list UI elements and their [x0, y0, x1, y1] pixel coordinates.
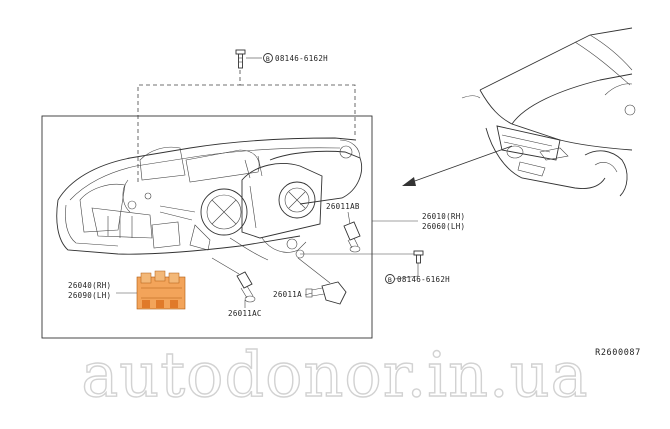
bolt-marker-circle-top: [263, 53, 273, 63]
bulb-26011ab-icon: [343, 221, 361, 253]
dash-line-left: [137, 70, 241, 185]
direction-arrow-head: [402, 177, 416, 186]
diagram-frame: [41, 115, 373, 339]
headlamp-assembly: [56, 137, 362, 261]
bolt-right-icon: [413, 250, 424, 264]
bolt-marker-right: B: [388, 276, 392, 284]
highlighted-part-26040: [136, 270, 186, 310]
label-bolt-right: 08146-6162H: [397, 275, 450, 284]
leader-26011ab: [347, 211, 351, 225]
label-26011ac: 26011AC: [228, 309, 262, 318]
label-26010-rh: 26010(RH): [422, 212, 465, 221]
bolt-marker-circle-right: [385, 274, 395, 284]
label-26090-lh: 26090(LH): [68, 291, 111, 300]
bulb-26011a-icon: [305, 281, 347, 305]
bulb-26011ac-icon: [236, 271, 256, 303]
bolt-marker-top: B: [266, 55, 270, 63]
reference-code: R2600087: [595, 348, 641, 358]
leader-26011ac-up: [211, 257, 240, 275]
label-bolt-top: 08146-6162H: [275, 54, 328, 63]
leader-bolt-right-label: [394, 275, 419, 280]
label-26011a: 26011A: [273, 290, 302, 299]
label-26011ab: 26011AB: [326, 202, 360, 211]
leader-26011a: [304, 292, 313, 296]
leader-26011a-up: [297, 257, 331, 284]
bolt-top-icon: [235, 49, 246, 69]
car-illustration: [461, 27, 636, 197]
dash-line-right: [240, 84, 356, 135]
watermark: autodonor.in.ua: [81, 338, 588, 411]
label-26060-lh: 26060(LH): [422, 222, 465, 231]
direction-arrow: [411, 145, 513, 183]
label-26040-rh: 26040(RH): [68, 281, 111, 290]
